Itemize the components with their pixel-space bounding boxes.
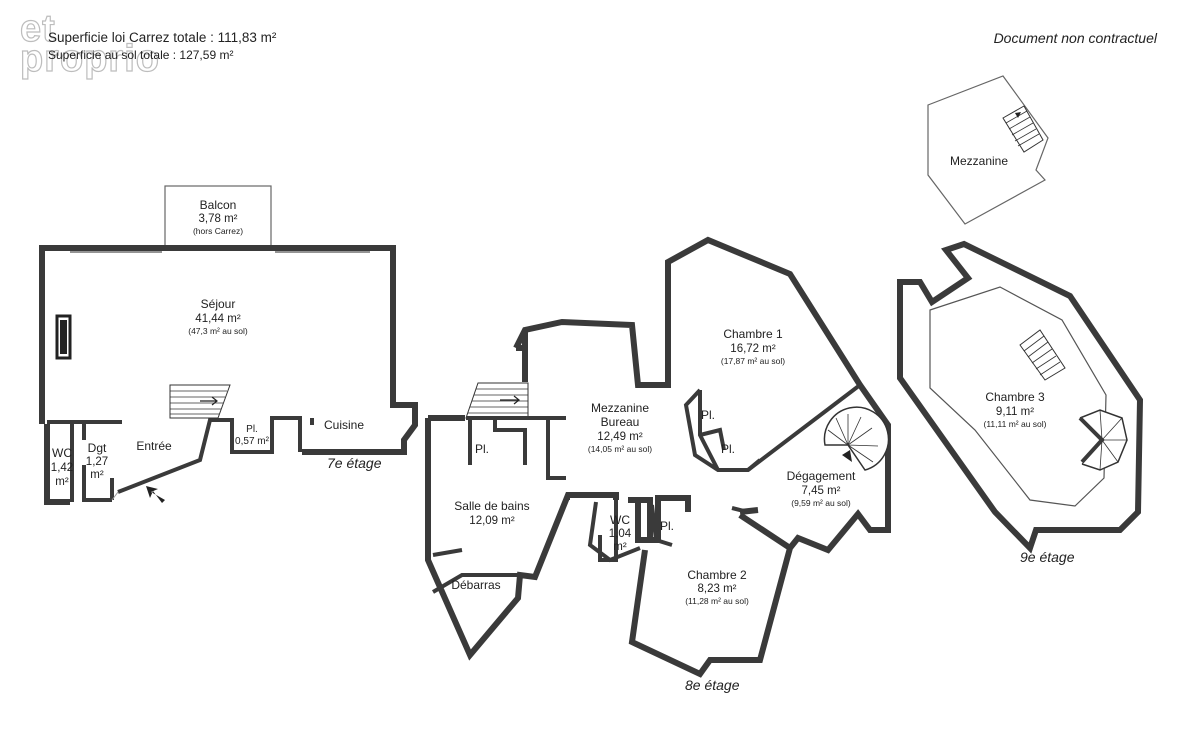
balcon-name: Balcon <box>200 198 237 212</box>
floor-8: 8e étage <box>425 236 891 693</box>
mezzanine-bureau-note: (14,05 m² au sol) <box>588 444 652 454</box>
spiral-staircase-9 <box>1078 409 1128 471</box>
wc2-name: WC <box>610 513 630 527</box>
floor-7: 7e étage <box>39 185 418 505</box>
mezzanine-outline <box>927 75 1049 225</box>
wc1-name: WC <box>52 446 72 460</box>
dgt-unit: m² <box>90 469 104 481</box>
disclaimer: Document non contractuel <box>993 30 1157 46</box>
degagement-note: (9,59 m² au sol) <box>791 498 851 508</box>
wc2-unit: m² <box>613 541 627 553</box>
floor-total-area: Superficie au sol totale : 127,59 m² <box>48 48 234 62</box>
wc2-walls <box>587 501 641 563</box>
sejour-note: (47,3 m² au sol) <box>188 326 248 336</box>
wc1-area: 1,42 <box>51 462 73 474</box>
eighth-floor-outer-wall <box>425 236 891 678</box>
sejour-name: Séjour <box>201 297 236 311</box>
placard-entree-name: Pl. <box>246 424 258 435</box>
dgt-area: 1,27 <box>86 456 108 468</box>
salle-de-bains-walls <box>431 495 618 594</box>
balcony <box>164 185 272 249</box>
seventh-floor-outer-wall <box>39 245 418 505</box>
debarras-name: Débarras <box>451 578 500 592</box>
mezzanine-name: Mezzanine <box>950 154 1008 168</box>
mezzanine-bureau-name-a: Mezzanine <box>591 401 649 415</box>
chambre2-name: Chambre 2 <box>687 568 747 582</box>
level-8-label: 8e étage <box>685 677 740 693</box>
level-9-label: 9e étage <box>1020 549 1075 565</box>
kitchen-partition <box>298 418 314 452</box>
chambre1-note: (17,87 m² au sol) <box>721 356 785 366</box>
spiral-staircase-8 <box>823 406 890 471</box>
salle-de-bains-name: Salle de bains <box>454 499 529 513</box>
salle-de-bains-area: 12,09 m² <box>469 515 515 527</box>
chambre3-note: (11,11 m² au sol) <box>984 419 1047 429</box>
placard-entree-area: 0,57 m² <box>235 436 270 447</box>
chambre2-note: (11,28 m² au sol) <box>685 596 749 606</box>
chambre2-area: 8,23 m² <box>698 583 737 595</box>
balcon-note: (hors Carrez) <box>193 226 243 236</box>
mezzanine-bureau-area: 12,49 m² <box>597 431 643 443</box>
entrance-arrow-icon <box>146 486 165 503</box>
entrance-wall <box>117 418 232 494</box>
entree-name: Entrée <box>136 439 172 453</box>
floor-9: 9e étage <box>897 75 1144 565</box>
staircase-9 <box>1019 329 1066 381</box>
ninth-floor-outer-wall <box>897 240 1144 554</box>
dgt-name: Dgt <box>88 441 107 455</box>
degagement-area: 7,45 m² <box>802 485 841 497</box>
mezzanine-bureau-name-b: Bureau <box>601 415 640 429</box>
chambre3-area: 9,11 m² <box>996 406 1034 418</box>
level-7-label: 7e étage <box>327 455 382 471</box>
staircase-8 <box>465 382 529 419</box>
chambre1-area: 16,72 m² <box>730 343 776 355</box>
balcon-area: 3,78 m² <box>199 213 238 225</box>
pl-sdb: Pl. <box>475 442 489 456</box>
staircase-7 <box>169 384 231 419</box>
pl-chambre1-b: Pl. <box>721 442 735 456</box>
wc1-unit: m² <box>55 476 69 488</box>
wc-partition <box>47 420 122 502</box>
wc2-area: 1,04 <box>609 528 632 540</box>
cuisine-name: Cuisine <box>324 418 364 432</box>
carrez-total-area: Superficie loi Carrez totale : 111,83 m² <box>48 30 277 45</box>
mezzanine-staircase <box>1002 105 1044 153</box>
pl-chambre2: Pl. <box>660 519 674 533</box>
sejour-area: 41,44 m² <box>195 313 241 325</box>
chambre1-name: Chambre 1 <box>723 327 783 341</box>
chambre1-closets <box>683 388 762 472</box>
degagement-name: Dégagement <box>787 469 856 483</box>
pl-chambre1-a: Pl. <box>701 408 715 422</box>
chambre3-name: Chambre 3 <box>985 390 1045 404</box>
